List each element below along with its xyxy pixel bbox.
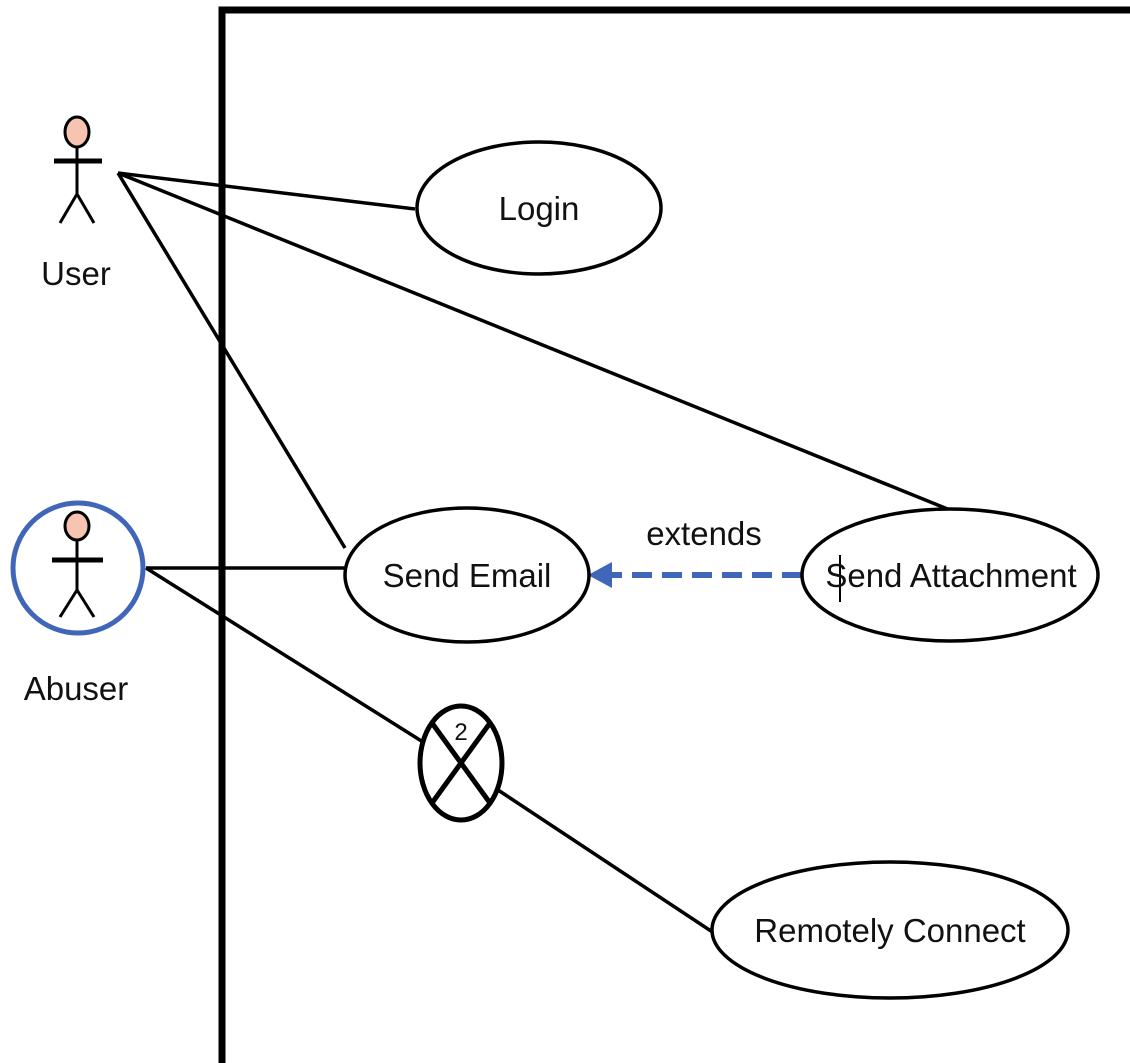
use-case-send-email-label: Send Email	[383, 557, 552, 594]
actor-abuser-label: Abuser	[24, 670, 129, 707]
actor-user-right-leg	[75, 193, 96, 224]
use-case-remotely-connect[interactable]: Remotely Connect	[710, 860, 1070, 1000]
system-boundary	[218, 6, 1130, 1063]
actor-user-head	[63, 115, 91, 149]
actor-user-label: User	[41, 255, 111, 292]
use-case-send-email[interactable]: Send Email	[343, 506, 591, 644]
use-case-send-email-shape	[343, 506, 591, 644]
use-case-login-label: Login	[499, 190, 580, 227]
use-case-login[interactable]: Login	[415, 140, 663, 276]
actor-abuser-right-leg	[75, 589, 96, 618]
extends-label: extends	[646, 515, 762, 552]
misuse-remotely-connect-association	[497, 788, 718, 937]
misuse-marker-number: 2	[454, 719, 467, 746]
use-case-send-attachment-shape	[800, 507, 1100, 643]
use-case-send-attachment-label: Send Attachment	[825, 557, 1076, 594]
actor-abuser[interactable]: Abuser	[10, 500, 146, 707]
use-case-remotely-connect-shape	[710, 860, 1070, 1000]
misuse-marker[interactable]: 2	[417, 703, 505, 823]
use-case-remotely-connect-label: Remotely Connect	[754, 912, 1025, 949]
use-case-send-attachment[interactable]: Send Attachment	[800, 507, 1100, 643]
actor-user-left-leg	[58, 193, 79, 224]
actor-user[interactable]: User	[41, 115, 111, 292]
user-send-attachment-association	[117, 171, 951, 512]
abuser-misuse-association	[145, 566, 424, 744]
extends-relationship: extends	[588, 515, 802, 588]
actor-abuser-head	[63, 510, 91, 542]
actor-abuser-left-leg	[58, 589, 79, 618]
actor-abuser-highlight-ring	[10, 500, 146, 636]
user-send-email-association	[116, 172, 347, 549]
use-case-login-shape	[415, 140, 663, 276]
associations	[116, 171, 951, 937]
user-login-association	[117, 171, 416, 211]
misuse-marker-cross-b	[429, 721, 493, 805]
extends-arrowhead	[588, 562, 612, 588]
